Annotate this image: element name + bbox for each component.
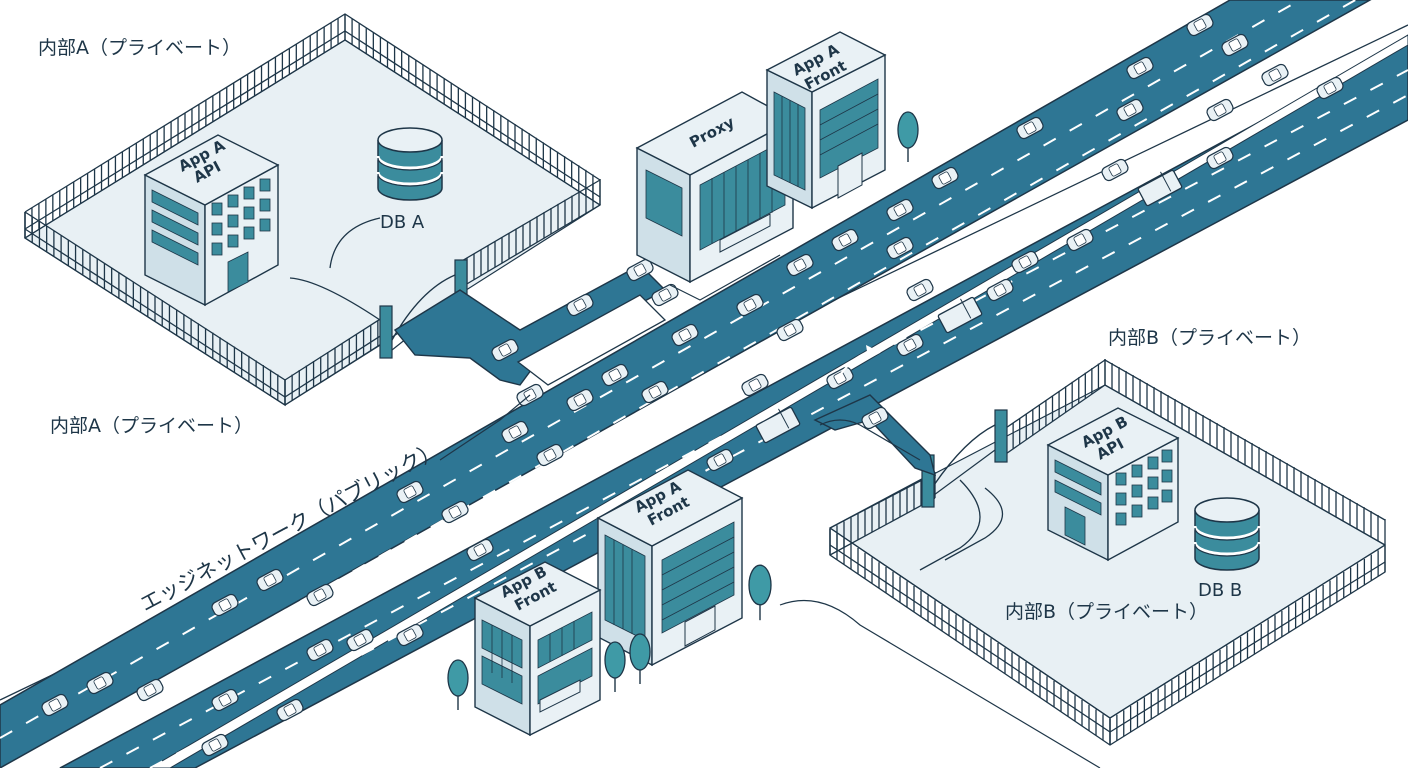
zone-a-path-db	[329, 217, 381, 269]
arrow-head	[866, 345, 878, 358]
car-icon	[1066, 228, 1094, 252]
app-b-api-building: App B API	[1046, 407, 1180, 562]
zone-b-path-2	[919, 479, 981, 571]
car-icon	[306, 638, 334, 662]
car-icon	[776, 318, 804, 342]
car-icon	[396, 623, 424, 647]
zone-b-path	[944, 487, 1003, 561]
app-b-front-building: App B Front	[473, 561, 602, 737]
car-icon	[1011, 250, 1039, 274]
ground-outline-left	[439, 394, 531, 461]
car-icon	[1116, 98, 1144, 122]
car-icon	[536, 443, 564, 467]
car-icon	[566, 388, 594, 412]
zone-a-top-label: 内部A（プライベート）	[38, 37, 241, 59]
car-icon	[86, 671, 114, 695]
car-icon	[626, 258, 654, 282]
truck-icon	[937, 296, 983, 334]
car-icon	[256, 568, 284, 592]
road-median	[149, 34, 1408, 768]
database-b-icon	[1193, 497, 1261, 571]
zone-b-top-label: 内部B（プライベート）	[1108, 327, 1311, 349]
database-a-icon	[376, 127, 444, 201]
zone-b: App B API DB B	[828, 359, 1387, 746]
car-icon	[136, 678, 164, 702]
app-a-front-bottom-building: App A Front	[596, 469, 744, 667]
car-icon	[501, 420, 529, 444]
car-icon	[276, 698, 304, 722]
tree-icon	[629, 633, 651, 684]
zone-b-fence	[829, 359, 1386, 746]
car-icon	[1126, 56, 1154, 80]
car-icon	[886, 198, 914, 222]
car-icon	[786, 253, 814, 277]
ground-outline-top	[669, 254, 781, 301]
zone-a-bottom-label: 内部A（プライベート）	[50, 415, 253, 437]
car-icon	[1101, 158, 1129, 182]
car-icon	[201, 733, 229, 757]
road-upper	[0, 0, 1372, 768]
car-icon	[741, 373, 769, 397]
car-icon	[826, 366, 854, 390]
app-a-front-top-building: App A Front	[765, 31, 887, 210]
car-icon	[466, 538, 494, 562]
car-icon	[931, 166, 959, 190]
ground-outline-right	[779, 599, 1101, 768]
car-icon	[1016, 116, 1044, 140]
tree-icon	[604, 641, 626, 692]
gate-b-icon	[921, 409, 1008, 508]
car-icon	[641, 380, 669, 404]
car-icon	[491, 338, 519, 362]
car-icon	[1316, 76, 1344, 100]
car-icon	[396, 480, 424, 504]
car-icon	[601, 363, 629, 387]
car-icon	[906, 278, 934, 302]
car-icon	[211, 688, 239, 712]
car-icon	[736, 293, 764, 317]
car-icon	[306, 583, 334, 607]
db-a-label: DB A	[380, 212, 425, 233]
road-lower	[59, 41, 1408, 768]
tree-icon	[447, 659, 469, 710]
car-icon	[346, 628, 374, 652]
car-icon	[706, 448, 734, 472]
car-icon	[566, 293, 594, 317]
app-a-api-building: App A API	[143, 134, 280, 307]
zone-a: App A API DB A	[23, 13, 602, 407]
car-icon	[441, 500, 469, 524]
car-icon	[1206, 146, 1234, 170]
car-icon	[1261, 63, 1289, 87]
car-icon	[986, 278, 1014, 302]
branch-island	[516, 294, 667, 386]
car-icon	[896, 333, 924, 357]
car-icon	[1221, 33, 1249, 57]
lane-dash	[39, 0, 1358, 751]
car-icon	[671, 323, 699, 347]
car-icon	[1186, 13, 1214, 37]
truck-icon	[755, 406, 801, 444]
car-icon	[41, 693, 69, 717]
car-icon	[831, 228, 859, 252]
truck-icon	[1137, 169, 1183, 207]
zone-a-path	[289, 277, 381, 321]
branch-road-b	[813, 394, 936, 477]
tree-icon	[897, 111, 919, 162]
ground-outline-mid	[819, 419, 921, 461]
db-b-label: DB B	[1198, 580, 1242, 601]
gate-a-post-left	[379, 305, 393, 359]
car-icon	[1206, 98, 1234, 122]
car-icon	[886, 236, 914, 260]
gate-b-post-right	[994, 409, 1008, 463]
zone-b-bottom-label: 内部B（プライベート）	[1005, 601, 1208, 623]
car-icon	[211, 593, 239, 617]
car-icon	[861, 406, 889, 430]
car-icon	[651, 283, 679, 307]
tree-icon	[748, 564, 772, 621]
